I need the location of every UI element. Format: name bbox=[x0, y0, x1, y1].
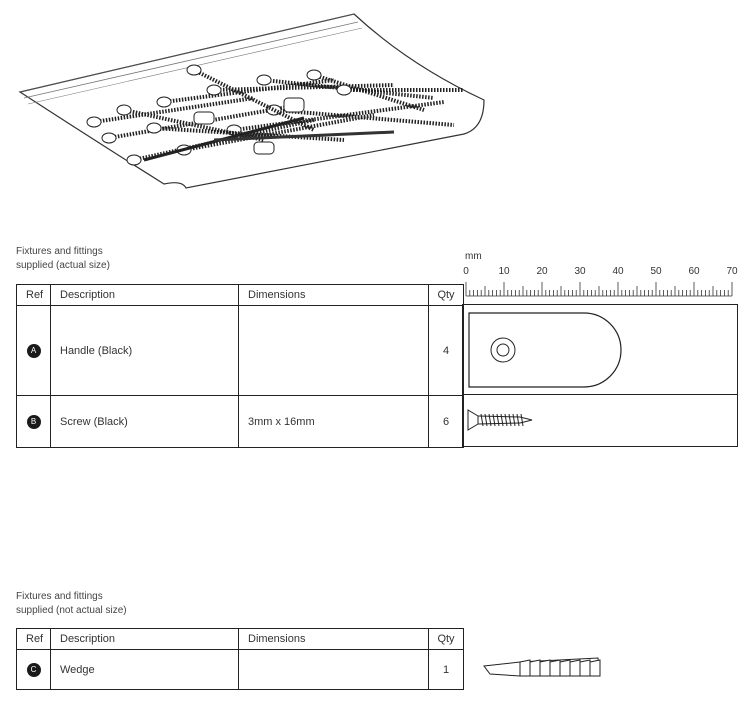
description-cell: Wedge bbox=[50, 649, 239, 690]
actual-size-illustration-panel bbox=[462, 304, 738, 447]
header-description: Description bbox=[50, 284, 239, 306]
ruler-label: 10 bbox=[498, 266, 510, 277]
ruler-label: 30 bbox=[574, 266, 586, 277]
section2-parts-table: Ref Description Dimensions Qty C Wedge 1 bbox=[16, 628, 464, 690]
bag-of-screws-illustration bbox=[18, 13, 485, 189]
header-dimensions: Dimensions bbox=[238, 628, 429, 650]
dimensions-cell bbox=[238, 649, 429, 690]
dimensions-cell: 3mm x 16mm bbox=[238, 395, 429, 448]
section1-caption-line2: supplied (actual size) bbox=[16, 260, 110, 271]
dimensions-cell bbox=[238, 305, 429, 396]
ref-cell: C bbox=[16, 649, 51, 690]
mm-ruler: mm 0 10 20 30 40 50 60 70 bbox=[463, 251, 738, 297]
section2-caption-line1: Fixtures and fittings bbox=[16, 591, 103, 602]
section1-parts-table: Ref Description Dimensions Qty A Handle … bbox=[16, 284, 464, 448]
section2-caption: Fixtures and fittings supplied (not actu… bbox=[16, 590, 127, 618]
handle-illustration bbox=[468, 312, 622, 388]
ref-badge-c: C bbox=[26, 662, 41, 677]
wedge-illustration bbox=[483, 657, 601, 677]
header-description: Description bbox=[50, 628, 239, 650]
ref-badge-b: B bbox=[26, 414, 41, 429]
table-row: C Wedge 1 bbox=[16, 649, 464, 690]
section2-caption-line2: supplied (not actual size) bbox=[16, 605, 127, 616]
table-row: A Handle (Black) 4 bbox=[16, 305, 464, 396]
header-ref: Ref bbox=[16, 284, 51, 306]
ref-badge-a: A bbox=[26, 343, 41, 358]
header-qty: Qty bbox=[428, 284, 464, 306]
ruler-label: 70 bbox=[726, 266, 738, 277]
ruler-label: 0 bbox=[463, 266, 469, 277]
ruler-label: 60 bbox=[688, 266, 700, 277]
qty-cell: 6 bbox=[428, 395, 464, 448]
header-qty: Qty bbox=[428, 628, 464, 650]
qty-cell: 4 bbox=[428, 305, 464, 396]
section1-caption: Fixtures and fittings supplied (actual s… bbox=[16, 245, 110, 273]
table-row: B Screw (Black) 3mm x 16mm 6 bbox=[16, 395, 464, 448]
description-cell: Screw (Black) bbox=[50, 395, 239, 448]
header-ref: Ref bbox=[16, 628, 51, 650]
screw-illustration bbox=[467, 409, 533, 431]
header-dimensions: Dimensions bbox=[238, 284, 429, 306]
section1-caption-line1: Fixtures and fittings bbox=[16, 246, 103, 257]
ref-cell: B bbox=[16, 395, 51, 448]
ruler-label: 40 bbox=[612, 266, 624, 277]
ruler-label: 20 bbox=[536, 266, 548, 277]
qty-cell: 1 bbox=[428, 649, 464, 690]
ruler-label: 50 bbox=[650, 266, 662, 277]
ref-cell: A bbox=[16, 305, 51, 396]
description-cell: Handle (Black) bbox=[50, 305, 239, 396]
ruler-unit-label: mm bbox=[465, 251, 482, 262]
